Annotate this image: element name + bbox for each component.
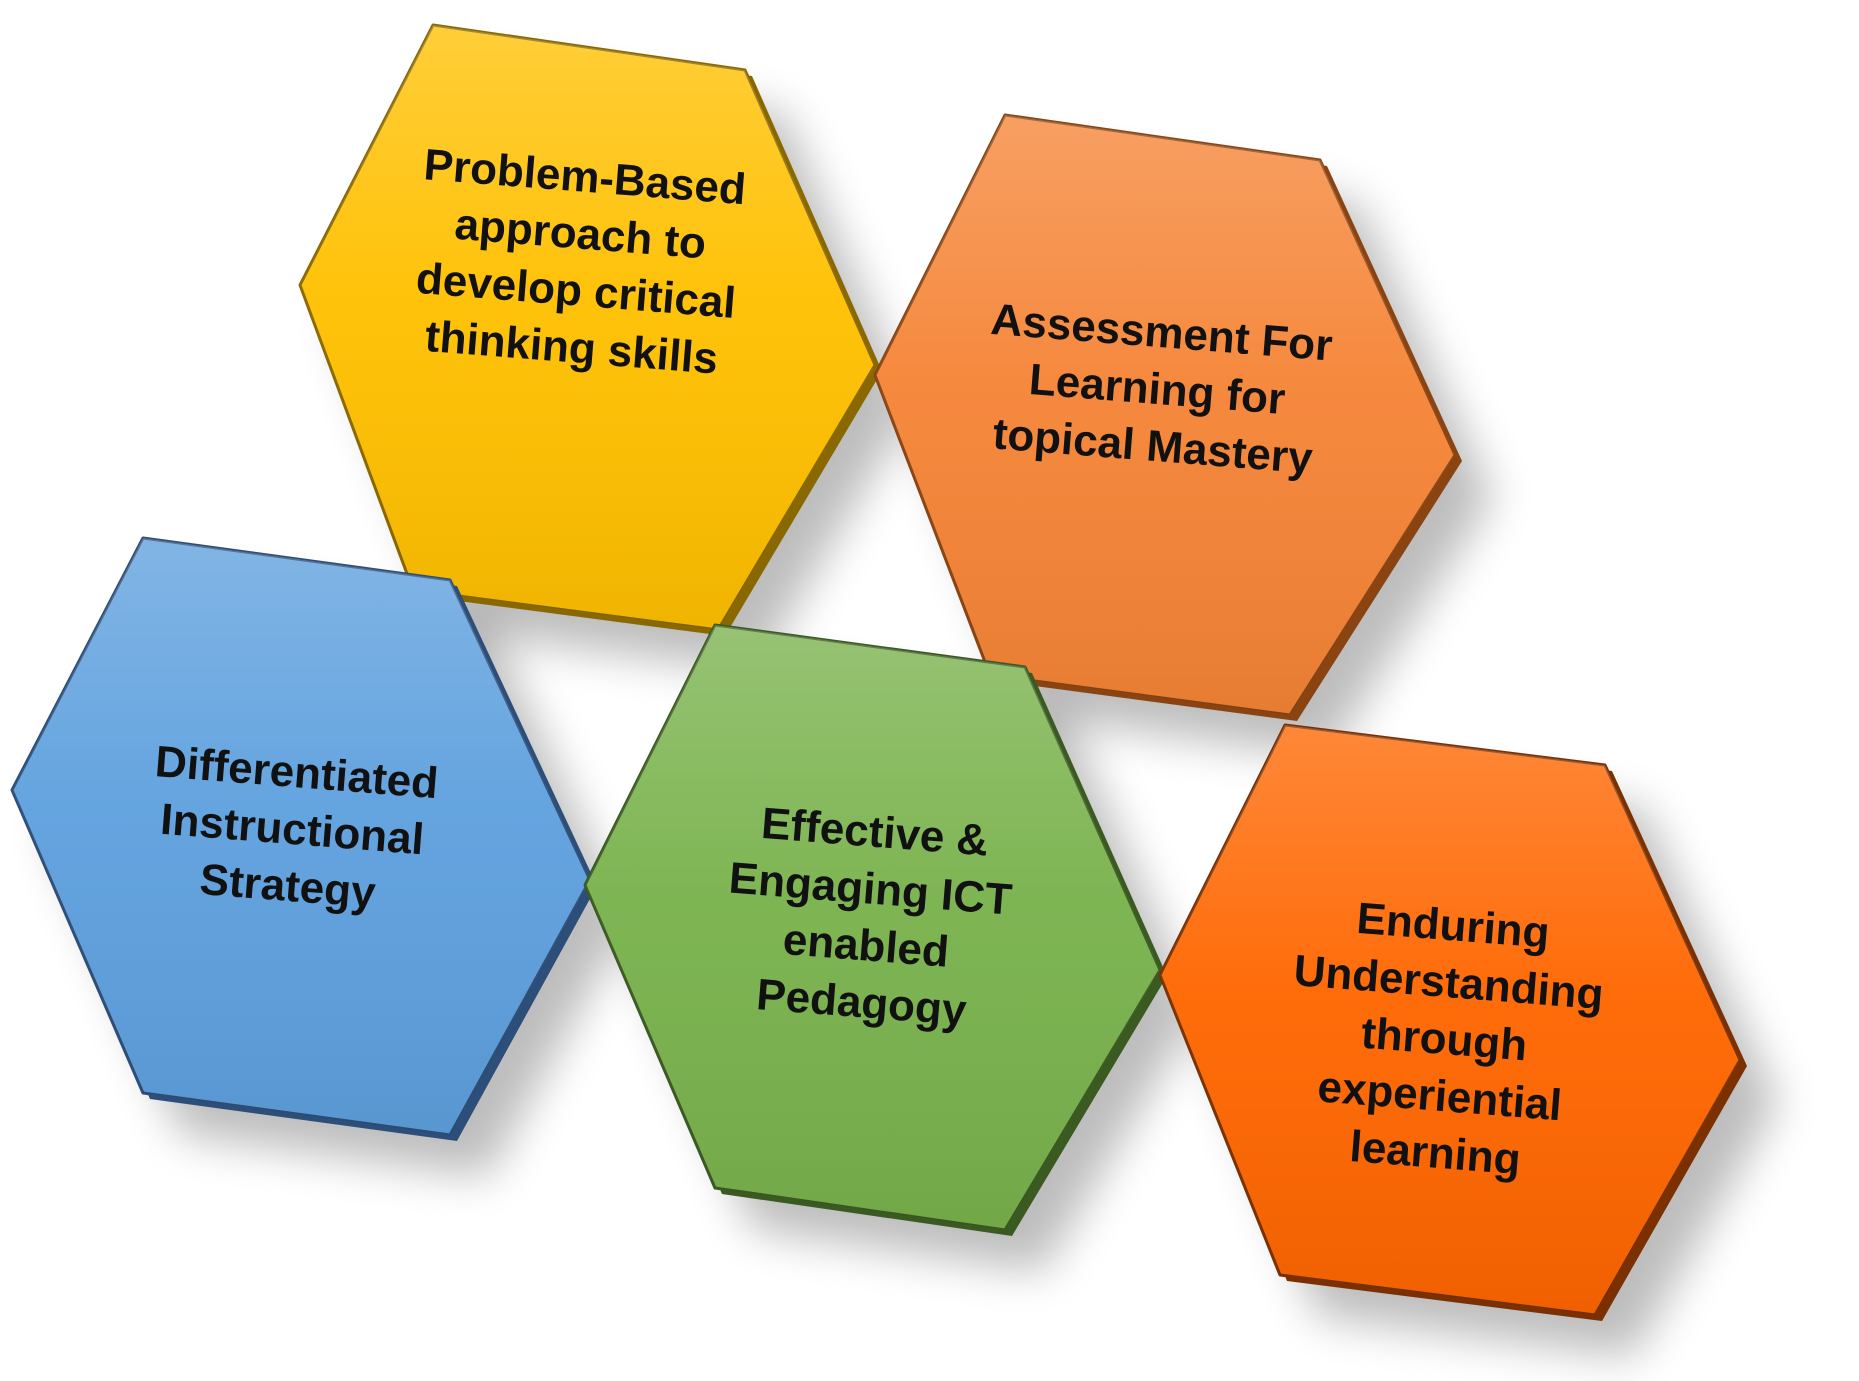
hexagon-shine-assessment bbox=[875, 115, 1455, 715]
hexagon-problem-based: Problem-Basedapproach todevelop critical… bbox=[298, 23, 882, 636]
hexagon-shine-enduring bbox=[1160, 725, 1740, 1315]
hexagon-label-assessment: Assessment ForLearning fortopical Master… bbox=[980, 294, 1334, 483]
hexagon-ict: Effective &Engaging ICTenabledPedagogy bbox=[583, 623, 1167, 1236]
hexagon-assessment: Assessment ForLearning fortopical Master… bbox=[873, 113, 1462, 721]
hexagon-shine-differentiated bbox=[12, 538, 590, 1135]
hexagon-shine-ict bbox=[585, 625, 1160, 1230]
hexagon-shine-problem-based bbox=[300, 25, 875, 630]
hexagon-differentiated: DifferentiatedInstructionalStrategy bbox=[10, 536, 597, 1141]
hexagon-enduring: EnduringUnderstandingthroughexperiential… bbox=[1158, 723, 1747, 1321]
